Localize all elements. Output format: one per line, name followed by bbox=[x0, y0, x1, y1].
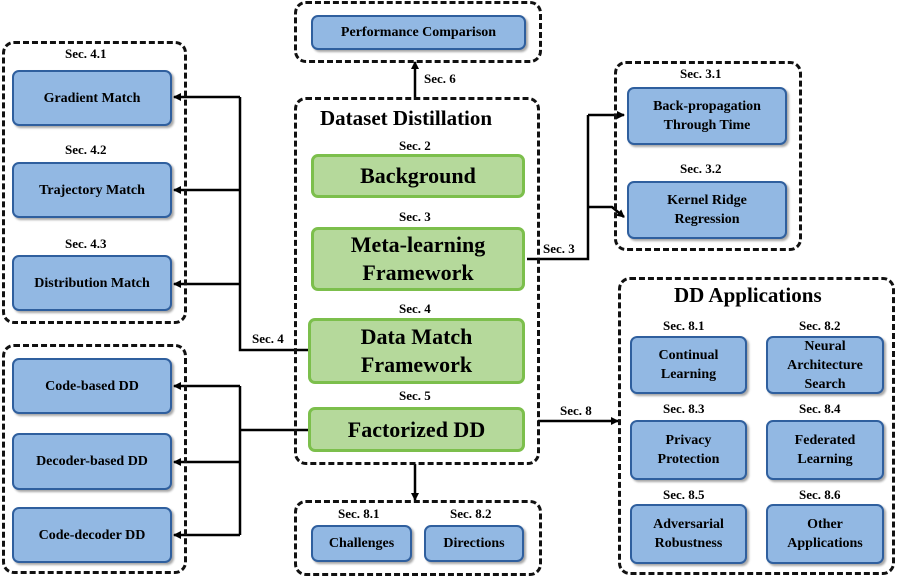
data-match-framework-box: Data Match Framework bbox=[308, 318, 525, 384]
nas-box: Neural Architecture Search bbox=[766, 336, 884, 394]
directions-sec: Sec. 8.2 bbox=[450, 506, 492, 521]
adversarial-robustness-box: Adversarial Robustness bbox=[630, 504, 747, 564]
sec4-edge-label: Sec. 4 bbox=[252, 331, 284, 346]
dataset-distillation-group bbox=[294, 97, 540, 465]
dd-applications-group bbox=[618, 277, 895, 575]
adversarial-robustness-sec: Sec. 8.5 bbox=[663, 487, 705, 502]
krr-sec: Sec. 3.2 bbox=[680, 161, 722, 176]
trajectory-match-box: Trajectory Match bbox=[12, 162, 172, 218]
factorized-dd-box: Factorized DD bbox=[308, 407, 525, 452]
performance-group bbox=[294, 1, 542, 63]
continual-learning-sec: Sec. 8.1 bbox=[663, 318, 705, 333]
arrow-to-krr bbox=[588, 205, 625, 218]
background-sec-label: Sec. 2 bbox=[399, 138, 431, 153]
dataset-distillation-title: Dataset Distillation bbox=[320, 106, 493, 130]
trajectory-match-sec: Sec. 4.2 bbox=[65, 142, 107, 157]
nas-sec: Sec. 8.2 bbox=[799, 318, 841, 333]
privacy-protection-sec: Sec. 8.3 bbox=[663, 401, 705, 416]
challenges-box: Challenges bbox=[311, 525, 412, 562]
dd-applications-title: DD Applications bbox=[674, 283, 822, 307]
continual-learning-box: Continual Learning bbox=[630, 336, 747, 394]
gradient-match-box: Gradient Match bbox=[12, 70, 172, 126]
gradient-match-sec: Sec. 4.1 bbox=[65, 46, 107, 61]
meta-methods-group bbox=[614, 61, 802, 251]
bptt-sec: Sec. 3.1 bbox=[680, 66, 722, 81]
directions-box: Directions bbox=[424, 525, 524, 562]
other-applications-box: Other Applications bbox=[766, 504, 884, 564]
federated-learning-sec: Sec. 8.4 bbox=[799, 401, 841, 416]
performance-comparison-box: Performance Comparison bbox=[311, 15, 526, 50]
meta-learning-sec-label: Sec. 3 bbox=[399, 209, 431, 224]
challenges-sec: Sec. 8.1 bbox=[338, 506, 380, 521]
match-methods-group bbox=[2, 41, 187, 324]
code-decoder-dd-box: Code-decoder DD bbox=[12, 507, 172, 563]
future-work-group bbox=[294, 500, 542, 576]
distribution-match-sec: Sec. 4.3 bbox=[65, 236, 107, 251]
sec3-edge-label: Sec. 3 bbox=[543, 241, 575, 256]
meta-learning-framework-box: Meta-learning Framework bbox=[311, 227, 525, 291]
line-sec4-trunk bbox=[238, 97, 308, 352]
background-box: Background bbox=[311, 154, 525, 198]
code-based-dd-box: Code-based DD bbox=[12, 358, 172, 414]
line-sec3 bbox=[527, 115, 590, 261]
privacy-protection-box: Privacy Protection bbox=[630, 420, 747, 480]
data-match-sec-label: Sec. 4 bbox=[399, 301, 431, 316]
other-applications-sec: Sec. 8.6 bbox=[799, 487, 841, 502]
krr-box: Kernel Ridge Regression bbox=[627, 181, 787, 239]
federated-learning-box: Federated Learning bbox=[766, 420, 884, 480]
distribution-match-box: Distribution Match bbox=[12, 255, 172, 311]
decoder-based-dd-box: Decoder-based DD bbox=[12, 433, 172, 490]
sec8-edge-label: Sec. 8 bbox=[560, 403, 592, 418]
factorized-sec-label: Sec. 5 bbox=[399, 388, 431, 403]
sec6-label: Sec. 6 bbox=[424, 71, 456, 86]
bptt-box: Back-propagation Through Time bbox=[627, 87, 787, 145]
factorized-methods-group bbox=[2, 344, 187, 574]
